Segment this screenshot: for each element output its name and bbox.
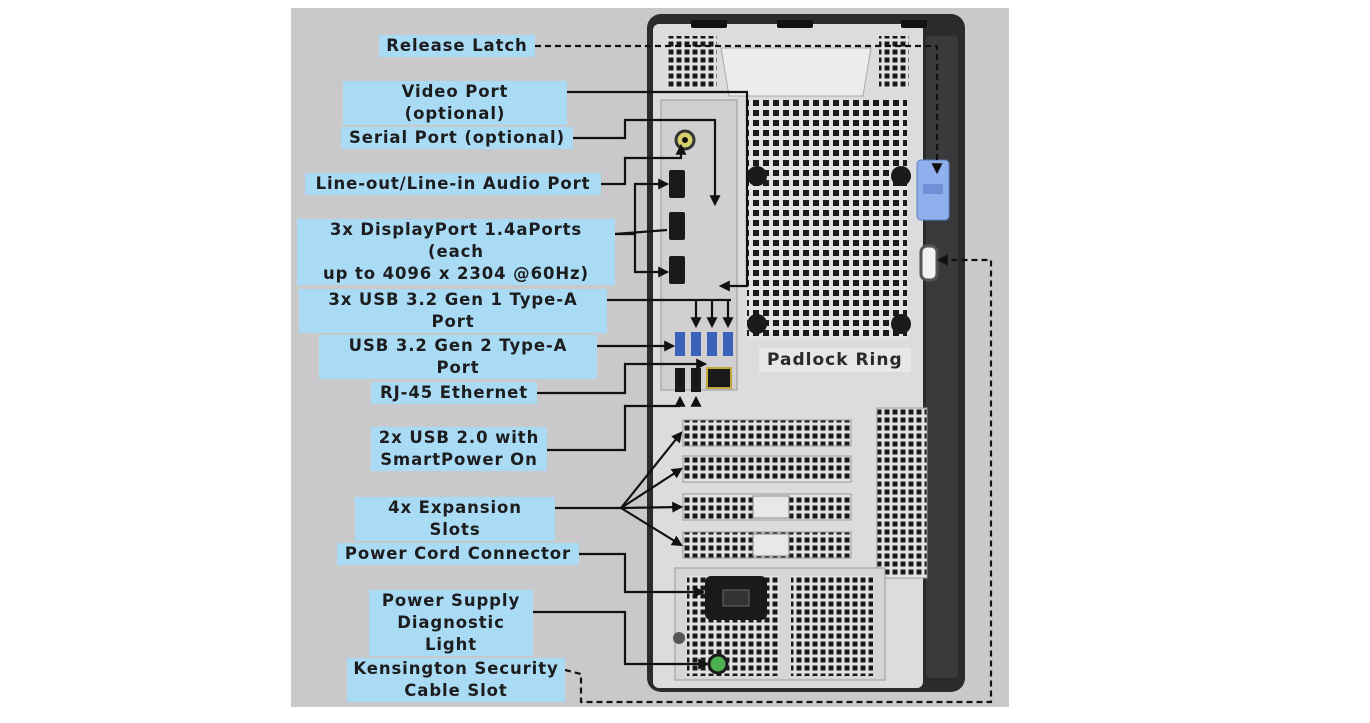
fan-screw-br	[891, 314, 911, 334]
top-slot-2	[777, 20, 813, 28]
slot-cover-clip	[752, 495, 790, 519]
label-usb2: 2x USB 2.0 with SmartPower On	[371, 427, 547, 471]
label-expansion-slots: 4x Expansion Slots	[355, 497, 555, 541]
usb-a-icon	[723, 332, 733, 356]
usb-a-icon	[675, 368, 685, 392]
label-psu-light: Power Supply Diagnostic Light	[369, 590, 533, 656]
usb-a-icon	[691, 368, 701, 392]
label-usb-gen2: USB 3.2 Gen 2 Type-A Port	[319, 335, 597, 379]
computer-rear-diagram	[533, 14, 993, 704]
top-handle-recess	[720, 47, 872, 97]
top-slot-3	[901, 20, 927, 28]
top-left-vent	[667, 36, 717, 88]
audio-jack-hole	[682, 137, 688, 143]
expansion-slot	[682, 455, 852, 483]
fan-vent-grille	[747, 100, 907, 340]
release-latch-grip	[923, 184, 943, 194]
label-displayport: 3x DisplayPort 1.4aPorts (each up to 409…	[297, 219, 615, 285]
ethernet-icon	[706, 367, 732, 389]
usb-a-icon	[707, 332, 717, 356]
side-vent	[876, 407, 928, 579]
label-power-cord: Power Cord Connector	[337, 543, 579, 565]
label-audio-port: Line-out/Line-in Audio Port	[305, 173, 601, 195]
expansion-slot	[682, 419, 852, 447]
displayport-icon	[669, 170, 685, 198]
top-slot-1	[691, 20, 727, 28]
diagram-panel: Release Latch Video Port (optional) Seri…	[291, 8, 1009, 707]
padlock-ring-icon	[919, 244, 939, 282]
label-padlock-ring: Padlock Ring	[759, 348, 911, 372]
label-video-port: Video Port (optional)	[343, 81, 567, 125]
usb-a-icon	[675, 332, 685, 356]
fan-screw-tl	[747, 166, 767, 186]
usb-a-icon	[691, 332, 701, 356]
slot-cover-clip	[752, 533, 790, 557]
chassis-side-rail	[926, 36, 958, 678]
power-socket-pins	[722, 589, 750, 607]
label-serial-port: Serial Port (optional)	[341, 127, 573, 149]
led-icon	[707, 653, 729, 675]
label-release-latch: Release Latch	[379, 35, 535, 57]
fan-screw-bl	[747, 314, 767, 334]
kensington-slot	[673, 632, 685, 644]
label-rj45: RJ-45 Ethernet	[371, 382, 537, 404]
label-kensington: Kensington Security Cable Slot	[347, 658, 565, 702]
displayport-icon	[669, 212, 685, 240]
fan-screw-tr	[891, 166, 911, 186]
displayport-icon	[669, 256, 685, 284]
label-usb-gen1: 3x USB 3.2 Gen 1 Type-A Port	[299, 289, 607, 333]
top-right-vent	[879, 36, 909, 88]
psu-vent-right	[791, 576, 873, 676]
leader-lines	[533, 44, 993, 704]
